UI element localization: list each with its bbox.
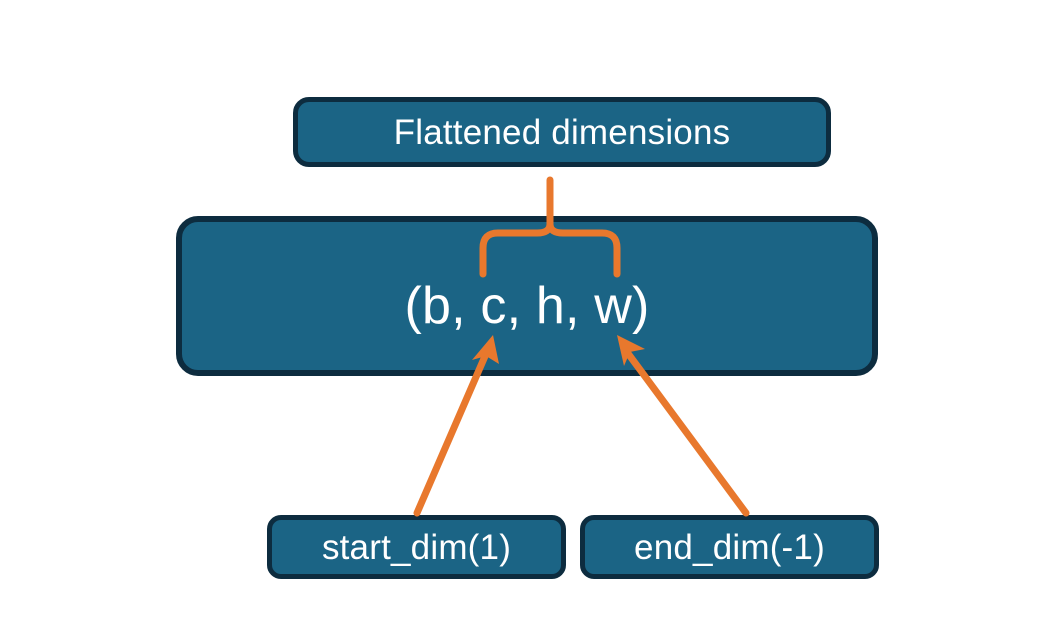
node-tensor-shape-label: (b, c, h, w) xyxy=(404,277,650,335)
node-flattened-dimensions[interactable]: Flattened dimensions xyxy=(293,97,831,167)
node-end-dim-label: end_dim(-1) xyxy=(634,527,825,567)
node-start-dim[interactable]: start_dim(1) xyxy=(267,515,566,579)
node-flattened-dimensions-label: Flattened dimensions xyxy=(393,112,731,152)
node-end-dim[interactable]: end_dim(-1) xyxy=(580,515,879,579)
node-start-dim-label: start_dim(1) xyxy=(321,527,512,567)
node-tensor-shape[interactable]: (b, c, h, w) xyxy=(176,216,878,376)
